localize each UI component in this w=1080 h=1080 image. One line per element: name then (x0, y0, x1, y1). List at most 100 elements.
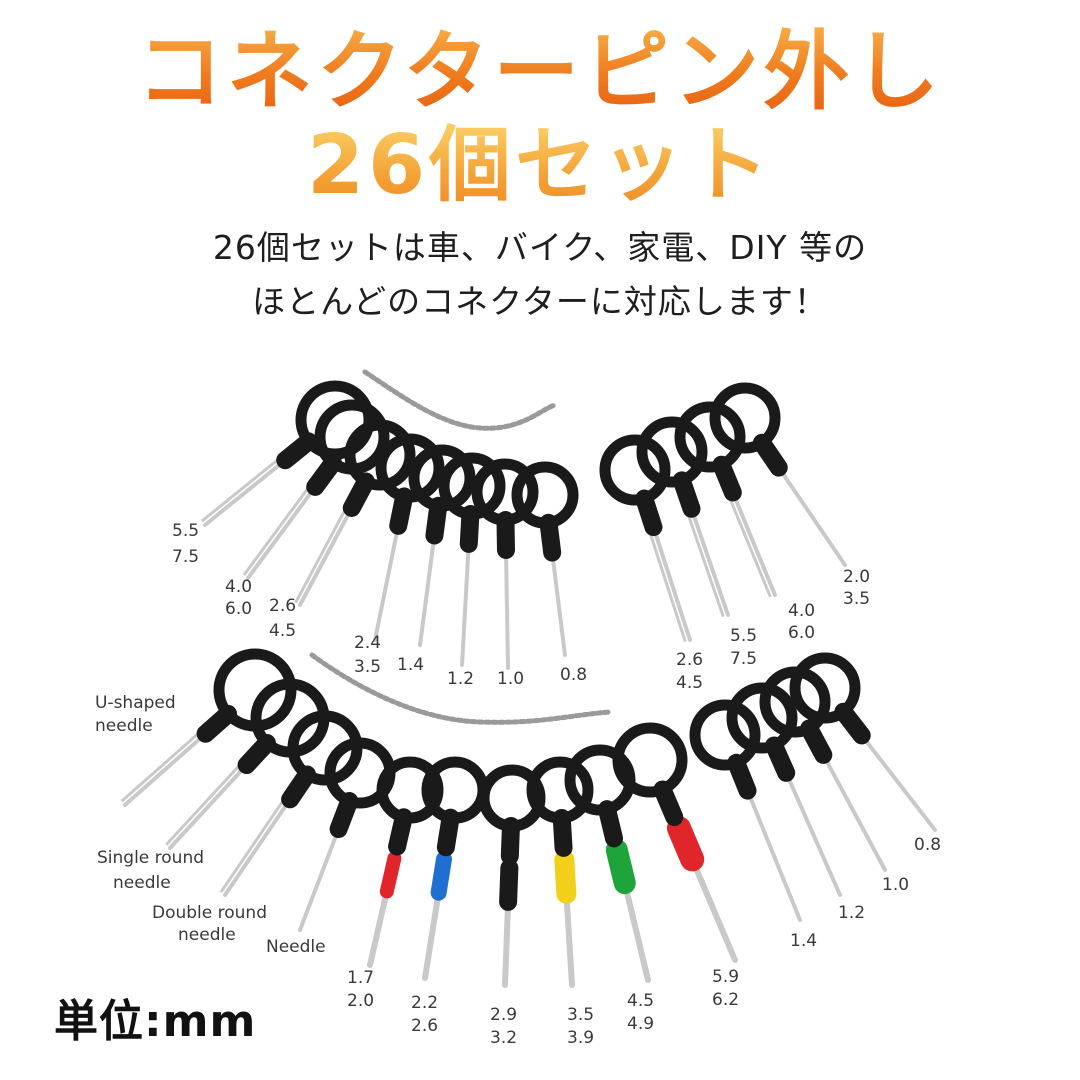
pin-tool (408, 444, 476, 647)
pin-tool (367, 756, 444, 968)
label-1.7: 1.7 (347, 968, 374, 988)
handle-ring (689, 699, 761, 771)
pin-shaft (203, 458, 288, 527)
top-right-pin-group (599, 382, 847, 643)
pin-shaft (246, 484, 318, 580)
pin-shaft (651, 525, 692, 642)
pin-shaft (373, 523, 401, 642)
pin-tool (526, 756, 594, 988)
label-7.5: 7.5 (730, 649, 757, 669)
pin-fork (200, 455, 284, 523)
pin-tool (471, 458, 539, 670)
handle-ring (295, 380, 375, 460)
handle-ring (599, 434, 671, 506)
pin-shaft (168, 763, 249, 850)
title-line-2: 26個セット (0, 118, 1080, 214)
label-1.2: 1.2 (838, 903, 865, 923)
pin-fork (242, 483, 313, 576)
bottom-right-pin-group (689, 652, 937, 922)
pin-tool (599, 434, 692, 643)
pin-shaft (859, 733, 937, 832)
pin-fork (165, 760, 245, 846)
pin-fork (219, 795, 288, 894)
label-u-shaped: U-shaped (95, 693, 176, 713)
label-6.0: 6.0 (225, 599, 252, 619)
pin-shaft (730, 490, 777, 597)
colored-sleeve (430, 851, 452, 901)
label-3.5: 3.5 (843, 589, 870, 609)
pin-fork (647, 528, 687, 643)
top-left-pin-group (200, 369, 579, 670)
label-4.5: 4.5 (627, 991, 654, 1011)
label-0.8: 0.8 (914, 835, 941, 855)
pin-tool (373, 433, 445, 642)
ball-chain (362, 369, 558, 431)
label-4.9: 4.9 (627, 1014, 654, 1034)
label-2.0: 2.0 (843, 567, 870, 587)
pin-shaft (223, 797, 293, 897)
label-3.2: 3.2 (490, 1028, 517, 1048)
handle-ring (789, 652, 861, 724)
pin-tool (709, 382, 847, 567)
colored-sleeve (379, 851, 402, 899)
pin-tool (438, 452, 506, 667)
label-7.5: 7.5 (172, 547, 199, 567)
label-3.5: 3.5 (567, 1005, 594, 1025)
product-photo: 5.5 7.5 4.0 6.0 2.6 4.5 2.4 3.5 1.4 1.2 … (95, 369, 941, 1048)
colored-sleeve (499, 858, 519, 911)
bottom-right-size-labels: 1.4 1.2 1.0 0.8 (790, 835, 941, 951)
handle-ring (636, 416, 708, 488)
label-3.9: 3.9 (567, 1028, 594, 1048)
handle-ring (511, 461, 579, 529)
pin-fork (294, 504, 349, 604)
needle-type-labels: U-shaped needle Single round needle Doub… (95, 693, 326, 957)
pin-shaft (776, 465, 847, 567)
handle-ring (375, 433, 445, 503)
pin-tool (689, 699, 802, 922)
description-line-2: ほとんどのコネクターに対応します！ (252, 282, 828, 321)
label-2.6: 2.6 (411, 1016, 438, 1036)
handle-ring (438, 452, 506, 520)
label-2.4: 2.4 (354, 633, 381, 653)
label-needle-plain: Needle (266, 937, 326, 957)
pin-shaft (550, 550, 567, 657)
label-1.2: 1.2 (447, 669, 474, 689)
label-needle: needle (178, 925, 236, 945)
pin-tool (726, 682, 842, 897)
pin-shaft (503, 547, 510, 670)
pin-shaft (821, 752, 887, 872)
label-2.0: 2.0 (347, 991, 374, 1011)
colored-sleeve (554, 849, 577, 904)
bottom-left-size-labels: 1.7 2.0 2.2 2.6 2.9 3.2 3.5 3.9 4.5 4.9 … (347, 967, 739, 1048)
handle-ring (471, 458, 539, 526)
label-1.4: 1.4 (397, 655, 424, 675)
label-2.9: 2.9 (490, 1005, 517, 1025)
pin-fork (685, 509, 725, 618)
pin-fork (120, 728, 204, 803)
handle-ring (376, 756, 444, 824)
label-needle: needle (113, 873, 171, 893)
pin-shaft (298, 827, 341, 932)
handle-ring (674, 401, 746, 473)
label-6.2: 6.2 (712, 990, 739, 1010)
label-5.5: 5.5 (730, 626, 757, 646)
label-5.5: 5.5 (172, 521, 199, 541)
pin-tool (511, 461, 579, 657)
pin-shaft (460, 541, 471, 667)
pin-shaft (784, 770, 842, 897)
handle-ring (478, 764, 546, 832)
handle-ring (408, 444, 476, 512)
description-line-1: 26個セットは車、バイク、家電、DIY 等の (212, 228, 868, 267)
top-left-size-labels: 5.5 7.5 4.0 6.0 2.6 4.5 2.4 3.5 1.4 1.2 … (172, 521, 587, 689)
pin-tool (219, 710, 363, 897)
handle-ring (726, 682, 798, 754)
pin-shaft (689, 506, 730, 617)
pin-tool (612, 722, 738, 963)
pin-tool (674, 401, 777, 598)
label-3.5: 3.5 (354, 657, 381, 677)
pin-tool (636, 416, 730, 618)
pin-shaft (123, 731, 208, 807)
label-single-round: Single round (97, 848, 204, 868)
pin-shaft (745, 788, 802, 922)
unit-label: 単位:mm (54, 996, 257, 1047)
